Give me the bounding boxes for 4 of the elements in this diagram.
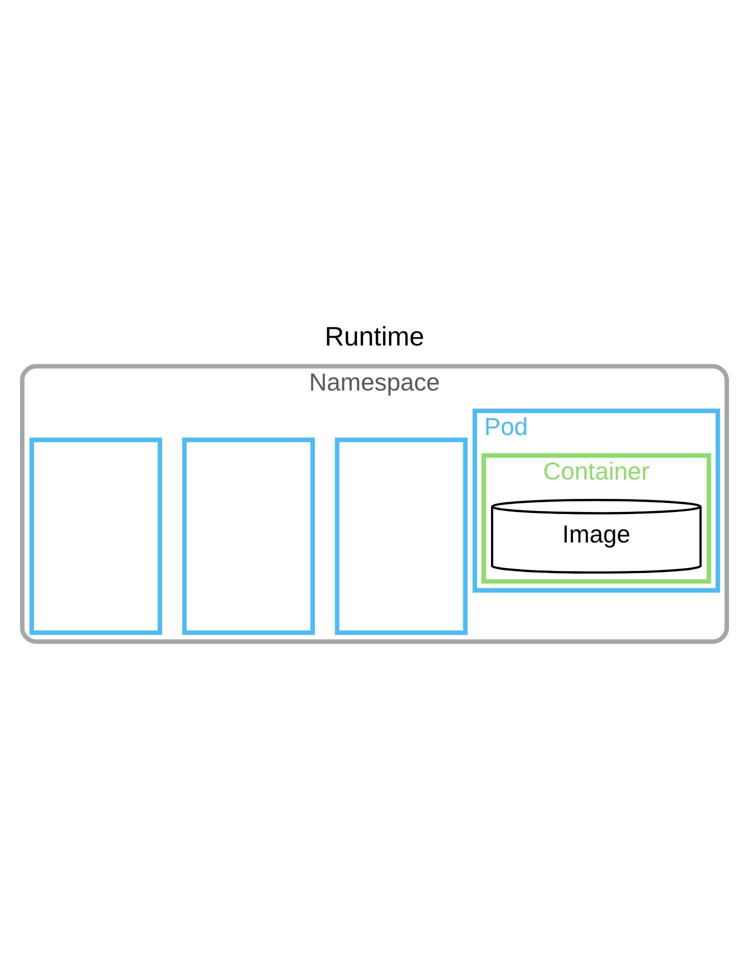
node-box <box>334 438 468 635</box>
node-box <box>29 438 162 635</box>
node-box <box>182 438 315 635</box>
diagram-title: Runtime <box>324 321 424 352</box>
